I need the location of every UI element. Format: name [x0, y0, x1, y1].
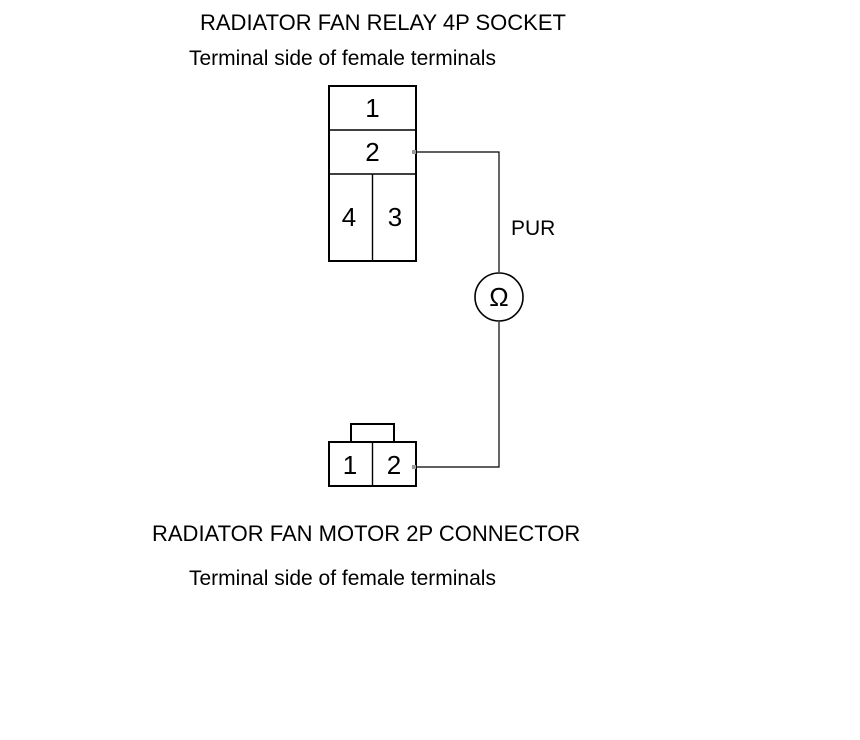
upper-test-lead [416, 151, 500, 272]
motor-terminal-2: 2 [387, 450, 401, 480]
relay-terminal-2: 2 [365, 137, 379, 167]
relay-terminal-3: 3 [388, 202, 402, 232]
lower-test-lead [416, 322, 500, 468]
relay-socket-subtitle: Terminal side of female terminals [189, 47, 496, 70]
motor-connector-latch [350, 423, 395, 444]
ohmmeter: Ω [474, 272, 524, 322]
relay-terminal-1: 1 [365, 93, 379, 123]
motor-connector-2p: 1 2 [328, 423, 417, 487]
relay-terminal-4: 4 [342, 202, 356, 232]
motor-connector-subtitle: Terminal side of female terminals [189, 567, 496, 590]
motor-probe-point [412, 465, 416, 469]
ohmmeter-circle [474, 272, 524, 322]
wire-color-label: PUR [511, 217, 555, 240]
relay-probe-point [412, 150, 416, 154]
ohm-icon: Ω [489, 282, 508, 312]
motor-terminal-1: 1 [343, 450, 357, 480]
relay-socket-4p: 1 2 4 3 [328, 85, 417, 262]
motor-connector-title: RADIATOR FAN MOTOR 2P CONNECTOR [152, 521, 580, 546]
relay-socket-title: RADIATOR FAN RELAY 4P SOCKET [200, 10, 566, 35]
